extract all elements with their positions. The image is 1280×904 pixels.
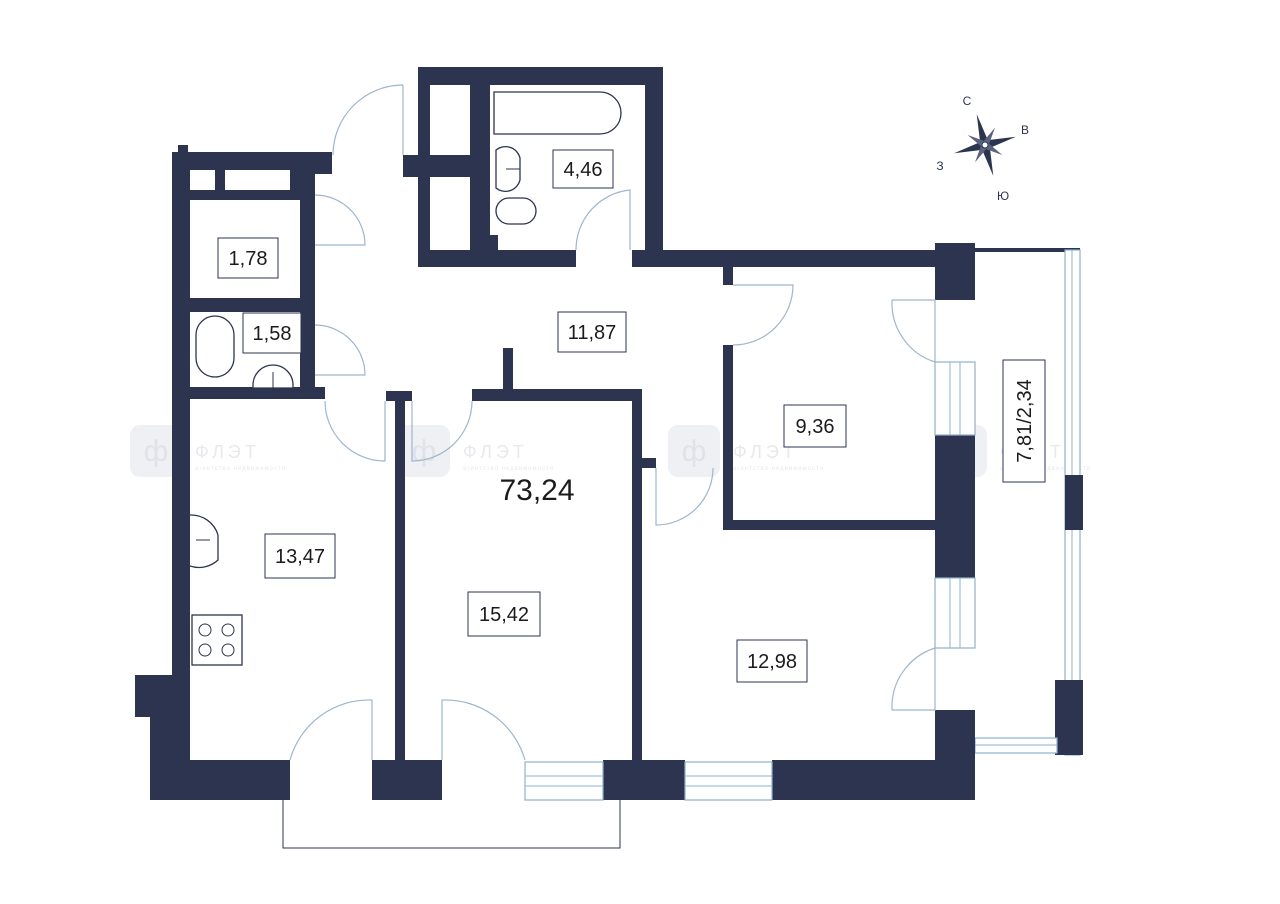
compass-west: З: [936, 159, 943, 173]
room-label-bedroom-large: 12,98: [736, 639, 808, 683]
room-area-storage: 1,78: [229, 248, 268, 270]
bathtub: [493, 91, 622, 135]
compass-rose: С В Ю З: [936, 94, 1029, 203]
room-label-toilet: 1,58: [242, 312, 302, 354]
watermark-tagline: агентство недвижимости: [463, 466, 554, 472]
watermark-logo: ф: [144, 435, 169, 468]
bathroom-toilet: [495, 197, 537, 225]
total-area: 73,24: [499, 474, 574, 507]
bottom-balcony-outline: [282, 800, 621, 849]
room-area-kitchen: 13,47: [275, 546, 325, 568]
room-label-kitchen: 13,47: [264, 533, 336, 579]
room-label-bedroom-small: 9,36: [783, 404, 847, 448]
watermark-brand: ФЛЭТ: [463, 442, 528, 462]
watermark-2: ф ФЛЭТ агентство недвижимости: [398, 425, 554, 477]
room-area-living-room: 15,42: [479, 604, 529, 626]
watermark-brand: ФЛЭТ: [195, 442, 260, 462]
compass-south: Ю: [997, 189, 1009, 203]
room-area-balcony: 7,81/2,34: [1014, 379, 1036, 462]
watermark-tagline: агентство недвижимости: [733, 466, 824, 472]
compass-east: В: [1021, 123, 1029, 137]
right-loggia: [974, 248, 1083, 756]
windows: [524, 361, 976, 801]
room-label-hallway: 11,87: [557, 311, 627, 353]
watermark-logo: ф: [682, 435, 707, 468]
watermark-logo: ф: [412, 435, 437, 468]
room-area-bedroom-large: 12,98: [747, 651, 797, 673]
watermark-brand: ФЛЭТ: [733, 442, 798, 462]
room-area-toilet: 1,58: [253, 323, 292, 345]
room-label-living-room: 15,42: [467, 591, 541, 637]
walls: [135, 67, 975, 800]
room-label-bathroom: 4,46: [552, 149, 614, 189]
stove-icon: [191, 614, 243, 666]
doors: [289, 84, 936, 761]
fixtures: [189, 91, 622, 666]
watermark-3: ф ФЛЭТ агентство недвижимости: [668, 425, 824, 477]
room-area-bedroom-small: 9,36: [796, 416, 835, 438]
room-label-balcony: 7,81/2,34: [1002, 359, 1046, 483]
compass-north: С: [963, 94, 972, 108]
watermark-1: ф ФЛЭТ агентство недвижимости: [130, 425, 286, 477]
watermark-tagline: агентство недвижимости: [195, 466, 286, 472]
compass-star-icon: [954, 114, 1016, 176]
room-area-hallway: 11,87: [568, 322, 617, 344]
kitchen-sink: [189, 514, 219, 569]
room-area-bathroom: 4,46: [564, 159, 603, 181]
room-labels: 4,46 1,78 1,58 11,87 9,36 13,47 15,42 1: [217, 149, 1046, 683]
toilet-fixture: [195, 315, 235, 378]
room-label-storage: 1,78: [217, 237, 279, 279]
